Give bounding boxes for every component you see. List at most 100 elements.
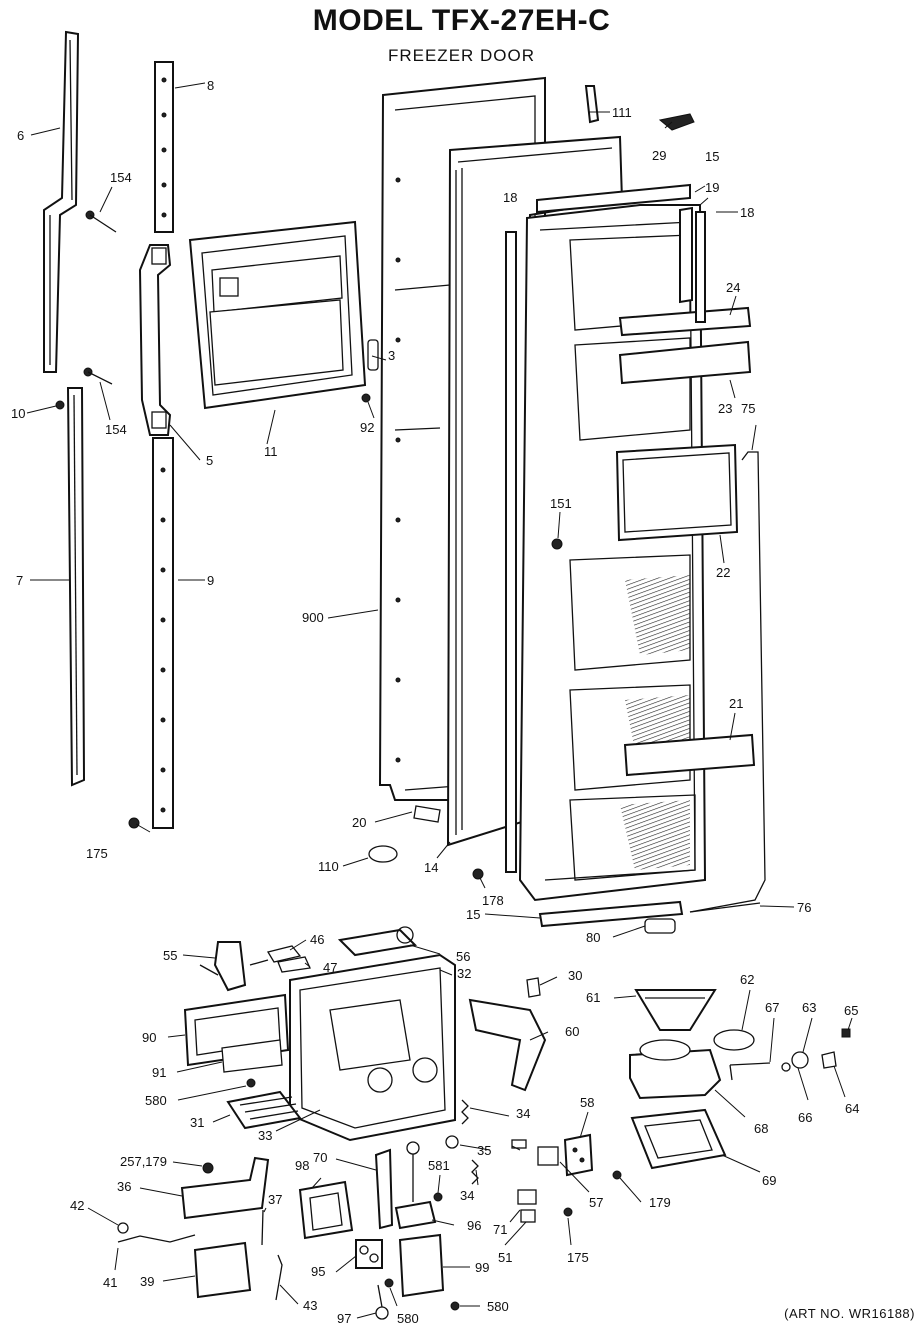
screw-257-179 <box>202 1162 214 1174</box>
callout-46: 46 <box>310 932 324 947</box>
callout-23: 23 <box>718 401 732 416</box>
screw-580-mid <box>384 1278 394 1288</box>
mounting-bracket-8 <box>154 61 174 233</box>
callout-5: 5 <box>206 453 213 468</box>
callout-80: 80 <box>586 930 600 945</box>
trim-strip-upper-6 <box>43 30 80 373</box>
callout-33: 33 <box>258 1128 272 1143</box>
pins-35 <box>445 1135 527 1149</box>
callout-580: 580 <box>487 1299 509 1314</box>
screw-178 <box>472 868 484 880</box>
shelf-bar-21 <box>623 733 756 777</box>
screw-10 <box>55 400 65 410</box>
box-39 <box>193 1241 252 1299</box>
callout-39: 39 <box>140 1274 154 1289</box>
callout-29: 29 <box>652 148 666 163</box>
callout-35: 35 <box>477 1143 491 1158</box>
module-95 <box>355 1239 383 1269</box>
shelf-bar-23 <box>618 340 752 385</box>
callout-175: 175 <box>567 1250 589 1265</box>
callout-18: 18 <box>503 190 517 205</box>
callout-66: 66 <box>798 1110 812 1125</box>
tube-111 <box>584 85 600 124</box>
callout-20: 20 <box>352 815 366 830</box>
callout-56: 56 <box>456 949 470 964</box>
screw-175-lower <box>563 1207 573 1217</box>
dispenser-panel-11 <box>188 220 367 410</box>
leader-lines <box>26 82 853 1319</box>
callout-257-179: 257,179 <box>120 1154 167 1169</box>
callout-95: 95 <box>311 1264 325 1279</box>
nut-63 <box>791 1051 809 1069</box>
callout-24: 24 <box>726 280 740 295</box>
callout-30: 30 <box>568 968 582 983</box>
wire-43 <box>275 1254 283 1301</box>
bracket-60 <box>468 998 547 1092</box>
strip-18-right <box>695 211 706 323</box>
callout-55: 55 <box>163 948 177 963</box>
callout-64: 64 <box>845 1101 859 1116</box>
wire-75 <box>689 451 766 913</box>
callout-69: 69 <box>762 1173 776 1188</box>
switch-57 <box>537 1146 559 1166</box>
strip-18-left <box>505 231 517 873</box>
block-71 <box>517 1189 537 1205</box>
callout-21: 21 <box>729 696 743 711</box>
bracket-15-top <box>536 183 691 214</box>
callout-41: 41 <box>103 1275 117 1290</box>
rod-67 <box>729 1062 771 1081</box>
callout-31: 31 <box>190 1115 204 1130</box>
screw-65 <box>841 1028 851 1038</box>
callout-37: 37 <box>268 1192 282 1207</box>
solenoid-56 <box>337 926 418 957</box>
switch-46 <box>266 945 302 963</box>
bracket-15-bottom <box>538 900 684 928</box>
callout-76: 76 <box>797 900 811 915</box>
callout-32: 32 <box>457 966 471 981</box>
callout-110: 110 <box>318 859 339 874</box>
screw-175-upper <box>128 817 140 829</box>
motor-96 <box>394 1141 437 1230</box>
bracket-36 <box>180 1156 270 1220</box>
callout-10: 10 <box>11 406 25 421</box>
fitting-20 <box>413 805 441 823</box>
base-69 <box>630 1108 727 1170</box>
bracket-58 <box>563 1133 594 1177</box>
callout-22: 22 <box>716 565 730 580</box>
screw-580-bottom <box>450 1301 460 1311</box>
washer-66 <box>781 1062 791 1072</box>
callout-34: 34 <box>516 1106 530 1121</box>
callout-58: 58 <box>580 1095 594 1110</box>
callout-70: 70 <box>313 1150 327 1165</box>
callout-51: 51 <box>498 1250 512 1265</box>
callout-99: 99 <box>475 1260 489 1275</box>
callout-57: 57 <box>589 1195 603 1210</box>
cap-42 <box>117 1222 129 1234</box>
callout-91: 91 <box>152 1065 166 1080</box>
callout-42: 42 <box>70 1198 84 1213</box>
callout-900: 900 <box>302 610 324 625</box>
flap-62 <box>713 1029 755 1051</box>
callout-178: 178 <box>482 893 504 908</box>
callout-151: 151 <box>550 496 572 511</box>
callout-36: 36 <box>117 1179 131 1194</box>
clip-30 <box>526 977 541 998</box>
callout-68: 68 <box>754 1121 768 1136</box>
callout-47: 47 <box>323 960 337 975</box>
callout-67: 67 <box>765 1000 779 1015</box>
switch-47 <box>277 956 311 973</box>
callout-9: 9 <box>207 573 214 588</box>
callout-61: 61 <box>586 990 600 1005</box>
cap-110 <box>368 845 398 863</box>
plug-3 <box>367 339 379 371</box>
callout-154: 154 <box>105 422 127 437</box>
callout-18: 18 <box>740 205 754 220</box>
callout-14: 14 <box>424 860 438 875</box>
callout-7: 7 <box>16 573 23 588</box>
callout-60: 60 <box>565 1024 579 1039</box>
callout-111: 111 <box>612 105 632 120</box>
callout-179: 179 <box>649 1195 671 1210</box>
callout-75: 75 <box>741 401 755 416</box>
nameplate-22 <box>615 443 739 542</box>
